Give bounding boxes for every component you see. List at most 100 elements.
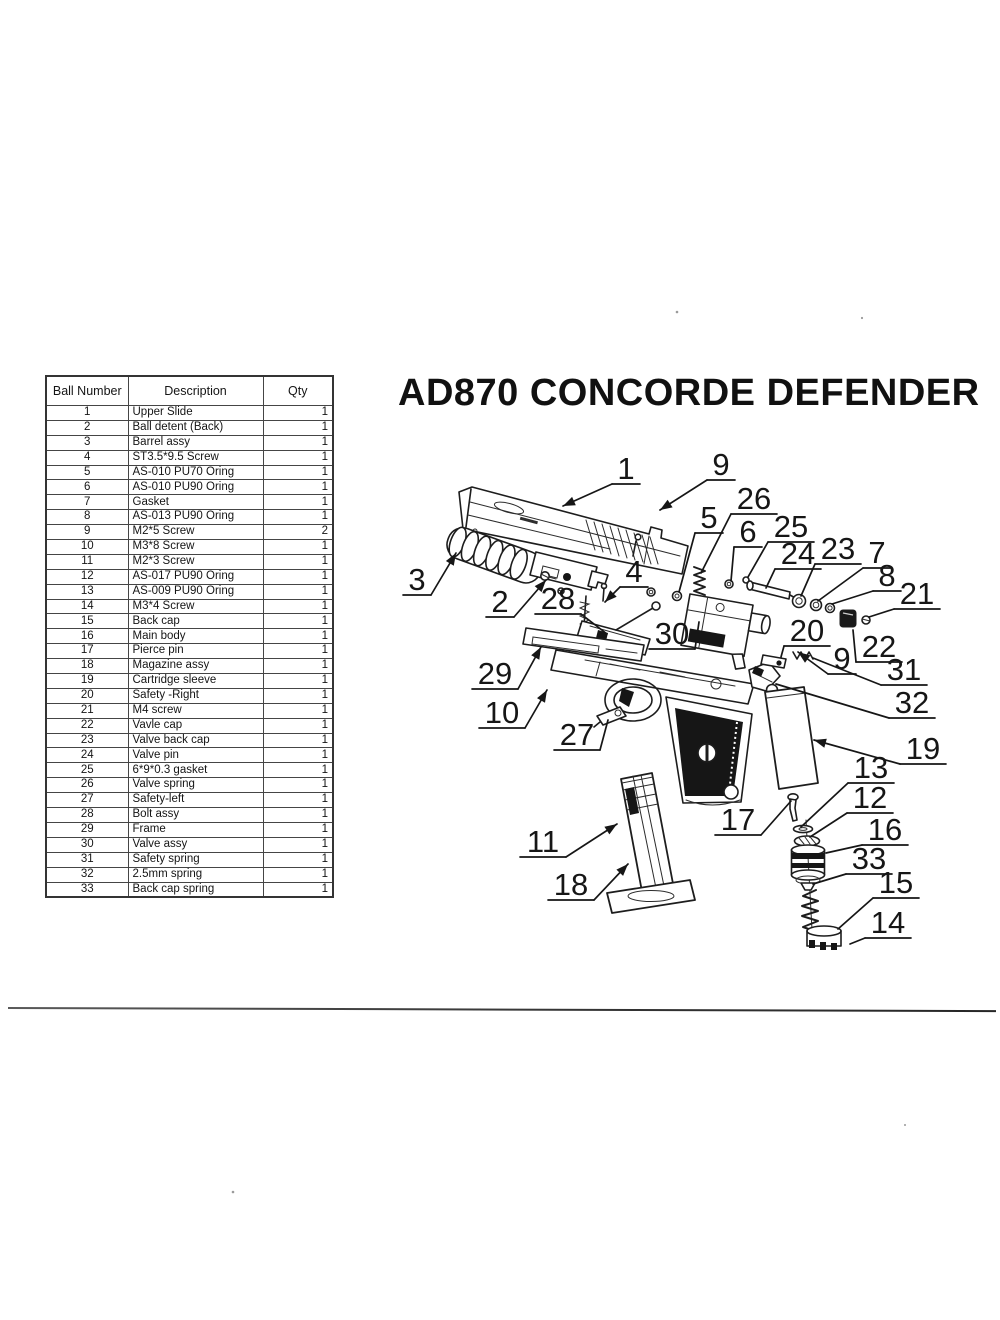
callout-leader-line [780, 645, 785, 658]
part-valve-assy [680, 593, 771, 670]
part-magazine [606, 772, 696, 914]
part-cartridge-sleeve [764, 686, 819, 790]
callout-24-6: 24 [765, 536, 822, 589]
header-row: Ball Number Description Qty [45, 375, 334, 406]
callout-33-28: 33 [812, 841, 893, 885]
callout-label: 33 [852, 841, 886, 876]
callout-label: 15 [879, 865, 913, 900]
callout-arrowhead [445, 553, 456, 566]
callout-label: 10 [485, 695, 519, 730]
callout-leader-line [831, 590, 874, 605]
callout-leader-line [599, 719, 609, 751]
callout-label: 1 [617, 451, 634, 486]
part-valve-spring [693, 566, 706, 596]
callout-7-8: 7 [817, 535, 892, 602]
callout-29-21: 29 [471, 646, 542, 691]
pistol-parts [446, 486, 871, 950]
callout-31-19: 31 [812, 652, 928, 687]
callout-leader-line [775, 683, 890, 719]
callout-4-14: 4 [604, 554, 649, 603]
callout-18-33: 18 [547, 863, 629, 902]
callout-17-31: 17 [714, 800, 792, 837]
callout-leader-line [812, 873, 847, 885]
callout-label: 3 [408, 562, 425, 597]
callout-11-32: 11 [519, 823, 618, 859]
callout-leader-line [765, 568, 776, 589]
callout-15-29: 15 [837, 865, 920, 930]
callout-arrowhead [537, 690, 547, 703]
callout-2-12: 2 [485, 579, 547, 619]
callout-leader-line [837, 897, 874, 930]
callout-label: 7 [868, 535, 885, 570]
callout-leader-line [868, 608, 895, 618]
callout-label: 8 [878, 558, 895, 593]
cell-qty: 1 [262, 881, 334, 898]
callout-22-18: 22 [852, 629, 903, 664]
callout-label: 13 [854, 750, 888, 785]
callout-label: 4 [625, 554, 642, 589]
callout-label: 28 [541, 581, 575, 616]
callout-1-0: 1 [562, 451, 641, 507]
callout-leader-line [800, 782, 849, 828]
callout-label: 11 [527, 824, 559, 859]
callout-leader-line [809, 812, 848, 838]
callout-leader-line [747, 541, 769, 578]
callout-leader-line [580, 613, 608, 635]
callout-leader-line [825, 844, 863, 854]
callout-13-25: 13 [800, 750, 895, 828]
callout-20-16: 20 [780, 613, 831, 658]
callout-label: 26 [737, 481, 771, 516]
callout-label: 29 [478, 656, 512, 691]
callout-label: 30 [655, 616, 689, 651]
callout-label: 17 [721, 802, 755, 837]
callout-label: 22 [862, 629, 896, 664]
callout-10-22: 10 [478, 689, 548, 730]
callout-30-15: 30 [648, 616, 700, 651]
callout-27-23: 27 [553, 717, 609, 752]
callout-8-9: 8 [831, 558, 902, 605]
part-safety-left [593, 706, 627, 728]
callout-leader-line [678, 532, 696, 593]
callout-label: 31 [887, 652, 921, 687]
callout-label: 6 [739, 514, 756, 549]
callout-19-24: 19 [813, 731, 947, 766]
callout-arrowhead [534, 580, 546, 593]
callout-leader-line [730, 546, 735, 582]
part-upper-slide [458, 486, 689, 575]
callout-label: 16 [868, 812, 902, 847]
callout-label: 19 [906, 731, 940, 766]
part-pierce-pin [787, 792, 799, 822]
callout-leader-line [813, 739, 901, 765]
part-valve-stack [790, 819, 842, 950]
callout-label: 9 [712, 447, 729, 482]
callout-label: 24 [781, 536, 815, 571]
callout-label: 18 [554, 867, 588, 902]
callout-label: 12 [853, 780, 887, 815]
callout-arrowhead [604, 824, 617, 835]
callout-leader-line [817, 567, 864, 602]
callout-label: 27 [560, 717, 594, 752]
callout-28-13: 28 [534, 581, 608, 635]
callout-leader-line [849, 937, 866, 945]
callout-label: 20 [790, 613, 824, 648]
callout-32-20: 32 [775, 683, 936, 720]
callout-16-27: 16 [825, 812, 909, 854]
page-title: AD870 CONCORDE DEFENDER [398, 372, 980, 414]
callout-arrowhead [531, 647, 541, 660]
callout-3-11: 3 [402, 552, 457, 597]
callout-arrowhead [814, 738, 827, 748]
